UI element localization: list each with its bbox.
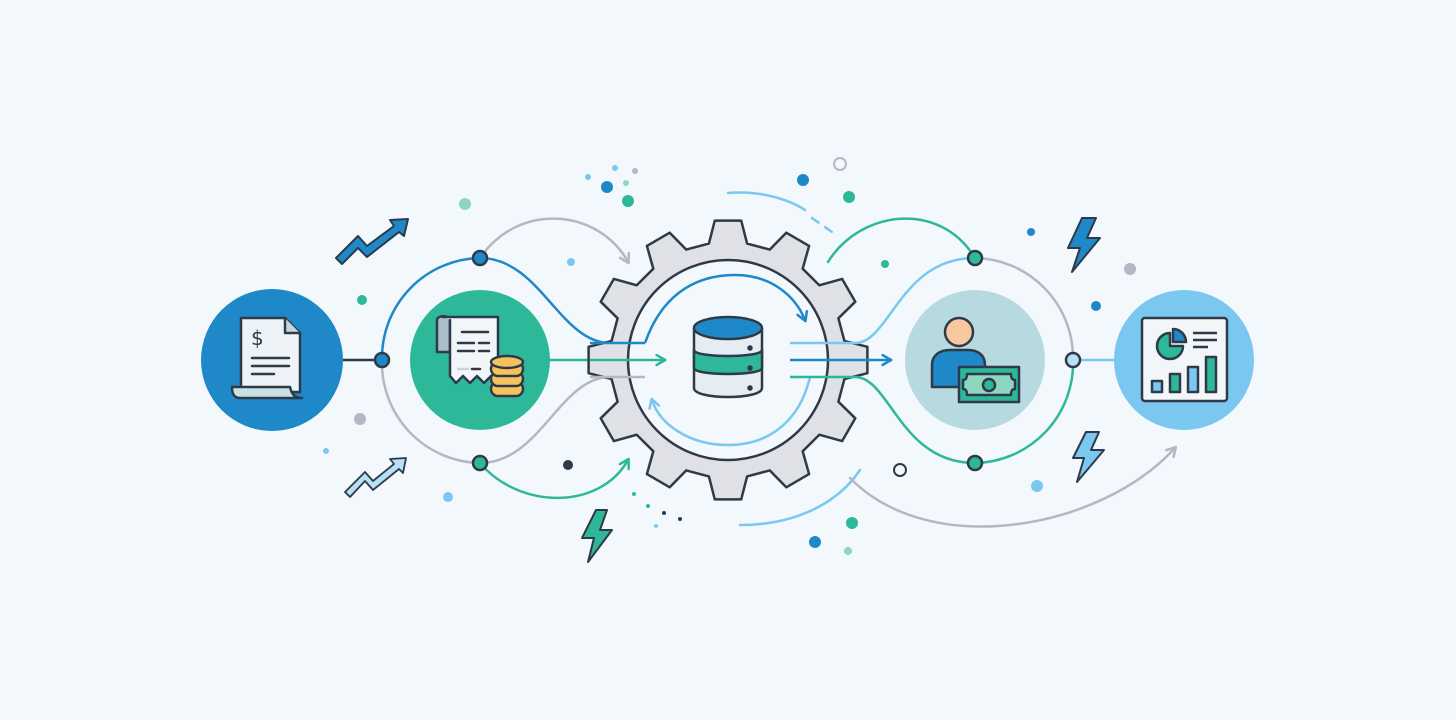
invoice-dollar-icon: $: [230, 316, 304, 400]
dot: [632, 168, 638, 174]
dot: [1091, 301, 1101, 311]
dot: [612, 165, 618, 171]
dot: [357, 295, 367, 305]
dot: [623, 180, 629, 186]
trend-up-icon: [344, 457, 407, 498]
dot: [809, 536, 821, 548]
dot: [323, 448, 329, 454]
decorative-dots: [323, 157, 1136, 555]
dot: [563, 460, 573, 470]
dot: [601, 181, 613, 193]
node: [471, 249, 489, 267]
node: [966, 249, 984, 267]
ring-dot: [893, 463, 907, 477]
dot: [632, 492, 636, 496]
dot: [662, 511, 666, 515]
lightning-icon: [1072, 431, 1105, 483]
dot: [585, 174, 591, 180]
dot: [846, 517, 858, 529]
database-icon: [692, 315, 764, 399]
dot: [797, 174, 809, 186]
dot: [654, 524, 658, 528]
dot: [678, 517, 682, 521]
node: [966, 454, 984, 472]
lightning-icon: [1067, 217, 1101, 273]
dot: [443, 492, 453, 502]
receipt-coins-icon: [435, 315, 525, 398]
dot: [843, 191, 855, 203]
dot: [459, 198, 471, 210]
node: [373, 351, 391, 369]
dot: [1027, 228, 1035, 236]
flow-arcs: [478, 191, 1178, 528]
dashboard-chart-icon: [1140, 316, 1229, 403]
dot: [1031, 480, 1043, 492]
lightning-icon: [581, 509, 613, 563]
dot: [881, 260, 889, 268]
dot: [354, 413, 366, 425]
dot: [622, 195, 634, 207]
node: [1064, 351, 1082, 369]
dot: [844, 547, 852, 555]
cycle-arrow: [643, 273, 809, 344]
node: [471, 454, 489, 472]
trend-up-icon: [335, 218, 409, 265]
person-cash-icon: [930, 316, 1021, 404]
svg-text:$: $: [251, 326, 264, 350]
dot: [567, 258, 575, 266]
dot: [1124, 263, 1136, 275]
ring-dot: [833, 157, 847, 171]
cycle-arrow: [648, 376, 812, 447]
dot: [646, 504, 650, 508]
